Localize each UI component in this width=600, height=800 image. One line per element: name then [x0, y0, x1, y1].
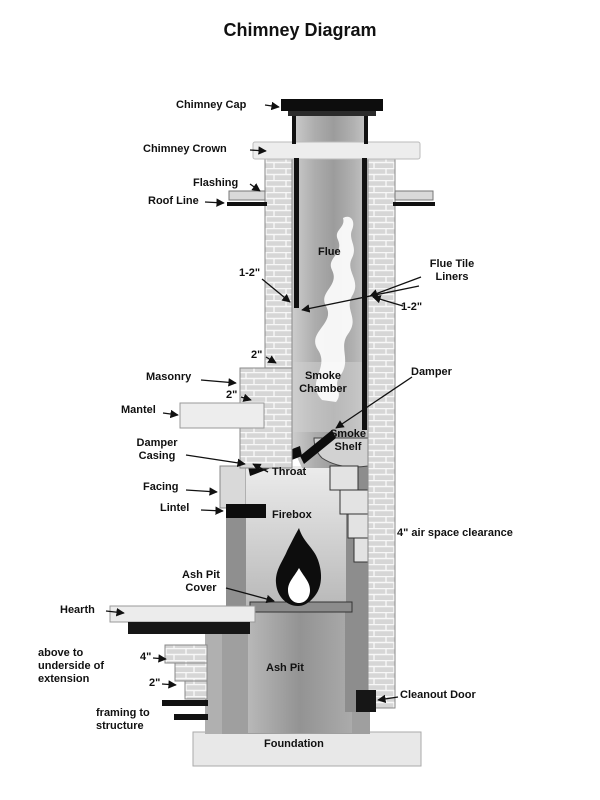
flashing-left: [228, 190, 266, 201]
framing-bar-2: [174, 714, 208, 720]
label-facing: Facing: [143, 481, 179, 493]
chimney-crown-slab: [252, 141, 421, 160]
label-chimney-crown: Chimney Crown: [143, 143, 227, 155]
label-above-extension: above to underside of extension: [38, 647, 105, 686]
label-foundation: Foundation: [264, 738, 324, 750]
label-damper: Damper: [411, 366, 452, 378]
label-gap-left-upper: 1-2": [239, 267, 261, 279]
label-flue-tile-liners: Flue Tile Liners: [429, 258, 475, 284]
label-gap-2-bottom: 2": [149, 677, 161, 689]
mantel-shelf: [179, 402, 265, 429]
label-ash-pit-cover: Ash Pit Cover: [182, 569, 220, 595]
label-smoke-shelf: Smoke Shelf: [329, 428, 367, 454]
label-firebox: Firebox: [272, 509, 312, 521]
label-roof-line: Roof Line: [148, 195, 199, 207]
cleanout-door-shape: [356, 690, 376, 712]
label-flashing: Flashing: [193, 177, 239, 189]
smoke-wisp: [315, 216, 356, 402]
extension-bricks: [164, 644, 208, 700]
label-chimney-cap: Chimney Cap: [176, 99, 247, 111]
flame-icon: [275, 528, 322, 606]
label-damper-casing: Damper Casing: [136, 437, 178, 463]
framing-bar-1: [162, 700, 208, 706]
label-gap-2-lower: 2": [226, 389, 238, 401]
label-cleanout-door: Cleanout Door: [400, 689, 476, 701]
label-hearth: Hearth: [60, 604, 95, 616]
corbel-steps: [329, 465, 379, 563]
hearth-underlayer: [128, 622, 250, 634]
label-gap-right: 1-2": [401, 301, 423, 313]
damper-flap: [300, 430, 336, 464]
label-throat: Throat: [272, 466, 307, 478]
label-mantel: Mantel: [121, 404, 156, 416]
roof-line-right: [393, 202, 435, 206]
label-lintel: Lintel: [160, 502, 190, 514]
flue-tile-liner-left: [294, 158, 299, 308]
foundation-slab: [192, 731, 422, 767]
leader-lines: [105, 101, 422, 704]
flue-tile-liner-right: [362, 158, 367, 430]
roof-line-left: [227, 202, 267, 206]
facing-column: [219, 465, 247, 509]
chimney-cap-lip: [288, 111, 376, 116]
lintel-bar: [226, 504, 266, 518]
chimney-cap-shape: [281, 99, 383, 111]
label-ash-pit: Ash Pit: [266, 662, 304, 674]
label-smoke-chamber: Smoke Chamber: [299, 370, 347, 396]
hearth-slab: [109, 605, 256, 623]
label-gap-4: 4": [140, 651, 152, 663]
left-brick-column: [264, 157, 293, 371]
label-flue: Flue: [318, 246, 341, 258]
label-framing: framing to structure: [96, 707, 150, 733]
right-brick-column: [367, 157, 396, 709]
flashing-right: [394, 190, 434, 201]
label-gap-2-upper: 2": [251, 349, 263, 361]
ash-pit: [248, 612, 352, 733]
label-air-space: 4" air space clearance: [397, 527, 513, 539]
label-masonry: Masonry: [146, 371, 192, 383]
page-title: Chimney Diagram: [223, 20, 377, 40]
firebox-left-wall: [226, 518, 246, 608]
